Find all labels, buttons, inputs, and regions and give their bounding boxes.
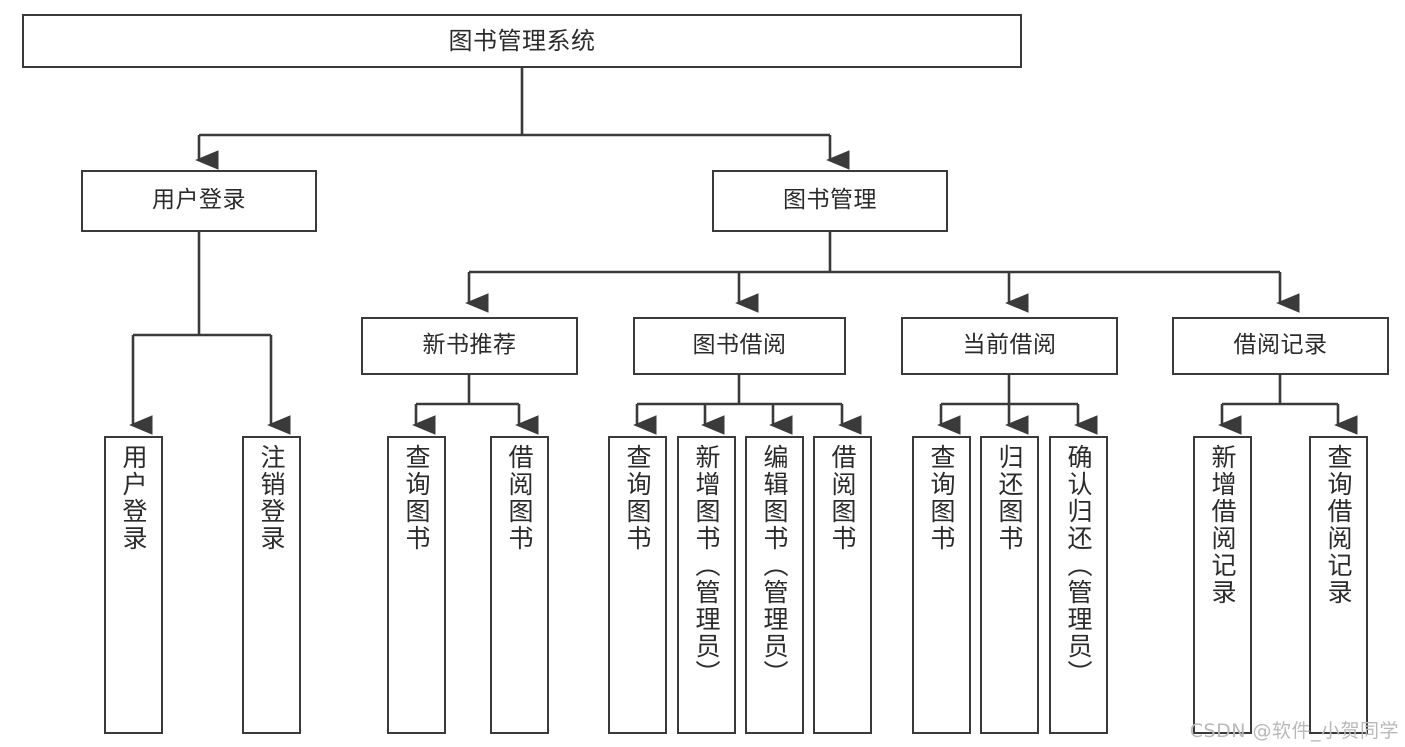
node-label: 借阅记录: [1233, 332, 1328, 359]
node-borrow-record[interactable]: 借阅记录: [1172, 317, 1389, 375]
node-label: 图书管理系统: [448, 26, 596, 55]
leaf-new-book-query[interactable]: 查询图书: [387, 436, 446, 734]
leaf-user-login-login[interactable]: 用户登录: [104, 436, 163, 734]
node-label: 查询图书: [623, 444, 652, 552]
node-label: 注销登录: [257, 444, 286, 552]
node-label: 查询图书: [927, 444, 956, 552]
leaf-book-borrow-borrow[interactable]: 借阅图书: [813, 436, 872, 734]
leaf-book-borrow-edit[interactable]: 编辑图书（管理员）: [745, 436, 804, 734]
leaf-borrow-record-add[interactable]: 新增借阅记录: [1193, 436, 1252, 734]
node-new-book-recommend[interactable]: 新书推荐: [361, 317, 578, 375]
node-label: 新书推荐: [422, 332, 517, 359]
node-label: 新增图书（管理员）: [692, 444, 721, 687]
node-label: 归还图书: [995, 444, 1024, 552]
node-book-borrow[interactable]: 图书借阅: [633, 317, 846, 375]
leaf-current-borrow-query[interactable]: 查询图书: [912, 436, 971, 734]
node-label: 借阅图书: [828, 444, 857, 552]
node-label: 查询借阅记录: [1324, 444, 1353, 606]
node-label: 当前借阅: [962, 332, 1057, 359]
leaf-new-book-borrow[interactable]: 借阅图书: [490, 436, 549, 734]
leaf-book-borrow-query[interactable]: 查询图书: [608, 436, 667, 734]
leaf-current-borrow-return[interactable]: 归还图书: [980, 436, 1039, 734]
node-label: 借阅图书: [505, 444, 534, 552]
node-label: 用户登录: [152, 187, 246, 214]
node-label: 新增借阅记录: [1208, 444, 1237, 606]
node-label: 图书借阅: [692, 332, 787, 359]
leaf-current-borrow-confirm[interactable]: 确认归还（管理员）: [1049, 436, 1108, 734]
leaf-borrow-record-query[interactable]: 查询借阅记录: [1309, 436, 1368, 734]
leaf-book-borrow-add[interactable]: 新增图书（管理员）: [677, 436, 736, 734]
node-book-management[interactable]: 图书管理: [712, 170, 948, 232]
node-current-borrow[interactable]: 当前借阅: [901, 317, 1118, 375]
watermark-text: CSDN @软件_小贺同学: [1189, 720, 1399, 742]
node-label: 确认归还（管理员）: [1064, 444, 1093, 687]
node-label: 编辑图书（管理员）: [760, 444, 789, 687]
node-label: 查询图书: [402, 444, 431, 552]
node-label: 用户登录: [119, 444, 148, 552]
node-label: 图书管理: [783, 187, 877, 214]
leaf-user-login-logout[interactable]: 注销登录: [242, 436, 301, 734]
node-user-login[interactable]: 用户登录: [81, 170, 317, 232]
node-root-system[interactable]: 图书管理系统: [22, 14, 1022, 68]
